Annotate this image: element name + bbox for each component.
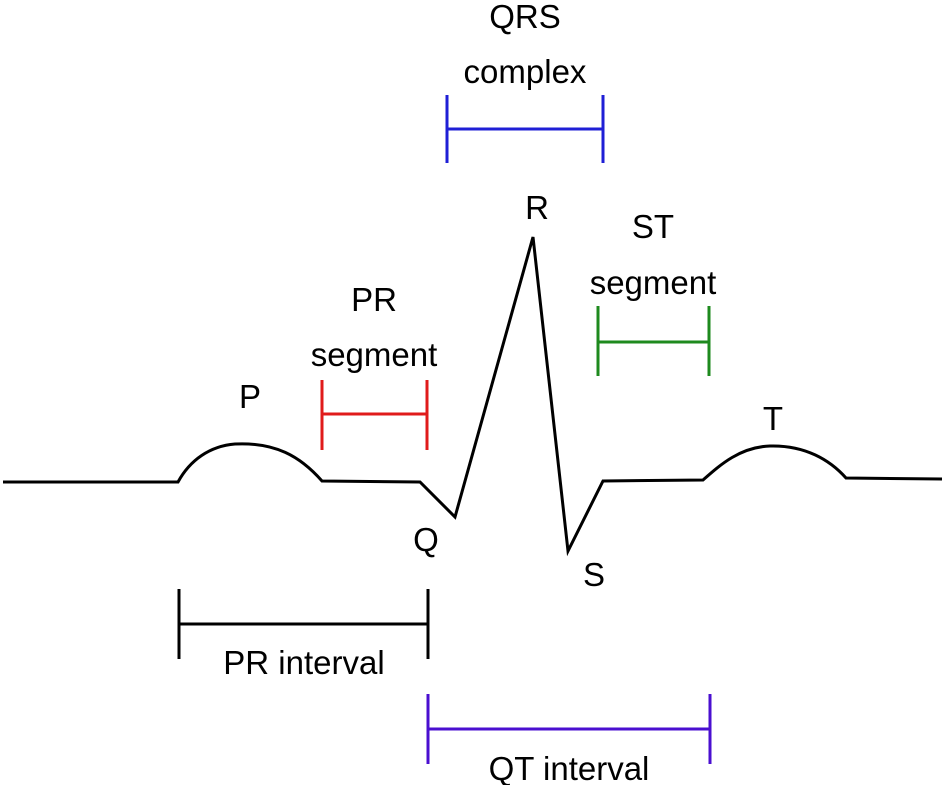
s-wave-label: S	[583, 556, 605, 593]
st-segment-label-line2: segment	[590, 264, 717, 301]
qrs-complex-label-line1: QRS	[489, 0, 561, 35]
qt-interval-bracket	[426, 694, 712, 764]
qt-interval-label: QT interval	[489, 750, 650, 785]
ecg-trace-line	[3, 236, 943, 557]
qrs-complex-bracket	[445, 95, 605, 163]
r-wave-label: R	[525, 189, 549, 226]
pr-segment-label-line2: segment	[311, 336, 438, 373]
p-wave-label: P	[239, 378, 261, 415]
pr-interval-label: PR interval	[223, 644, 384, 681]
qrs-complex-label-line2: complex	[464, 53, 587, 90]
q-wave-label: Q	[413, 521, 439, 558]
pr-segment-label-line1: PR	[351, 281, 397, 318]
pr-segment-bracket	[320, 380, 429, 450]
t-wave-label: T	[763, 400, 783, 437]
st-segment-bracket	[596, 306, 711, 376]
st-segment-label-line1: ST	[632, 208, 674, 245]
pr-interval-bracket	[177, 589, 430, 659]
